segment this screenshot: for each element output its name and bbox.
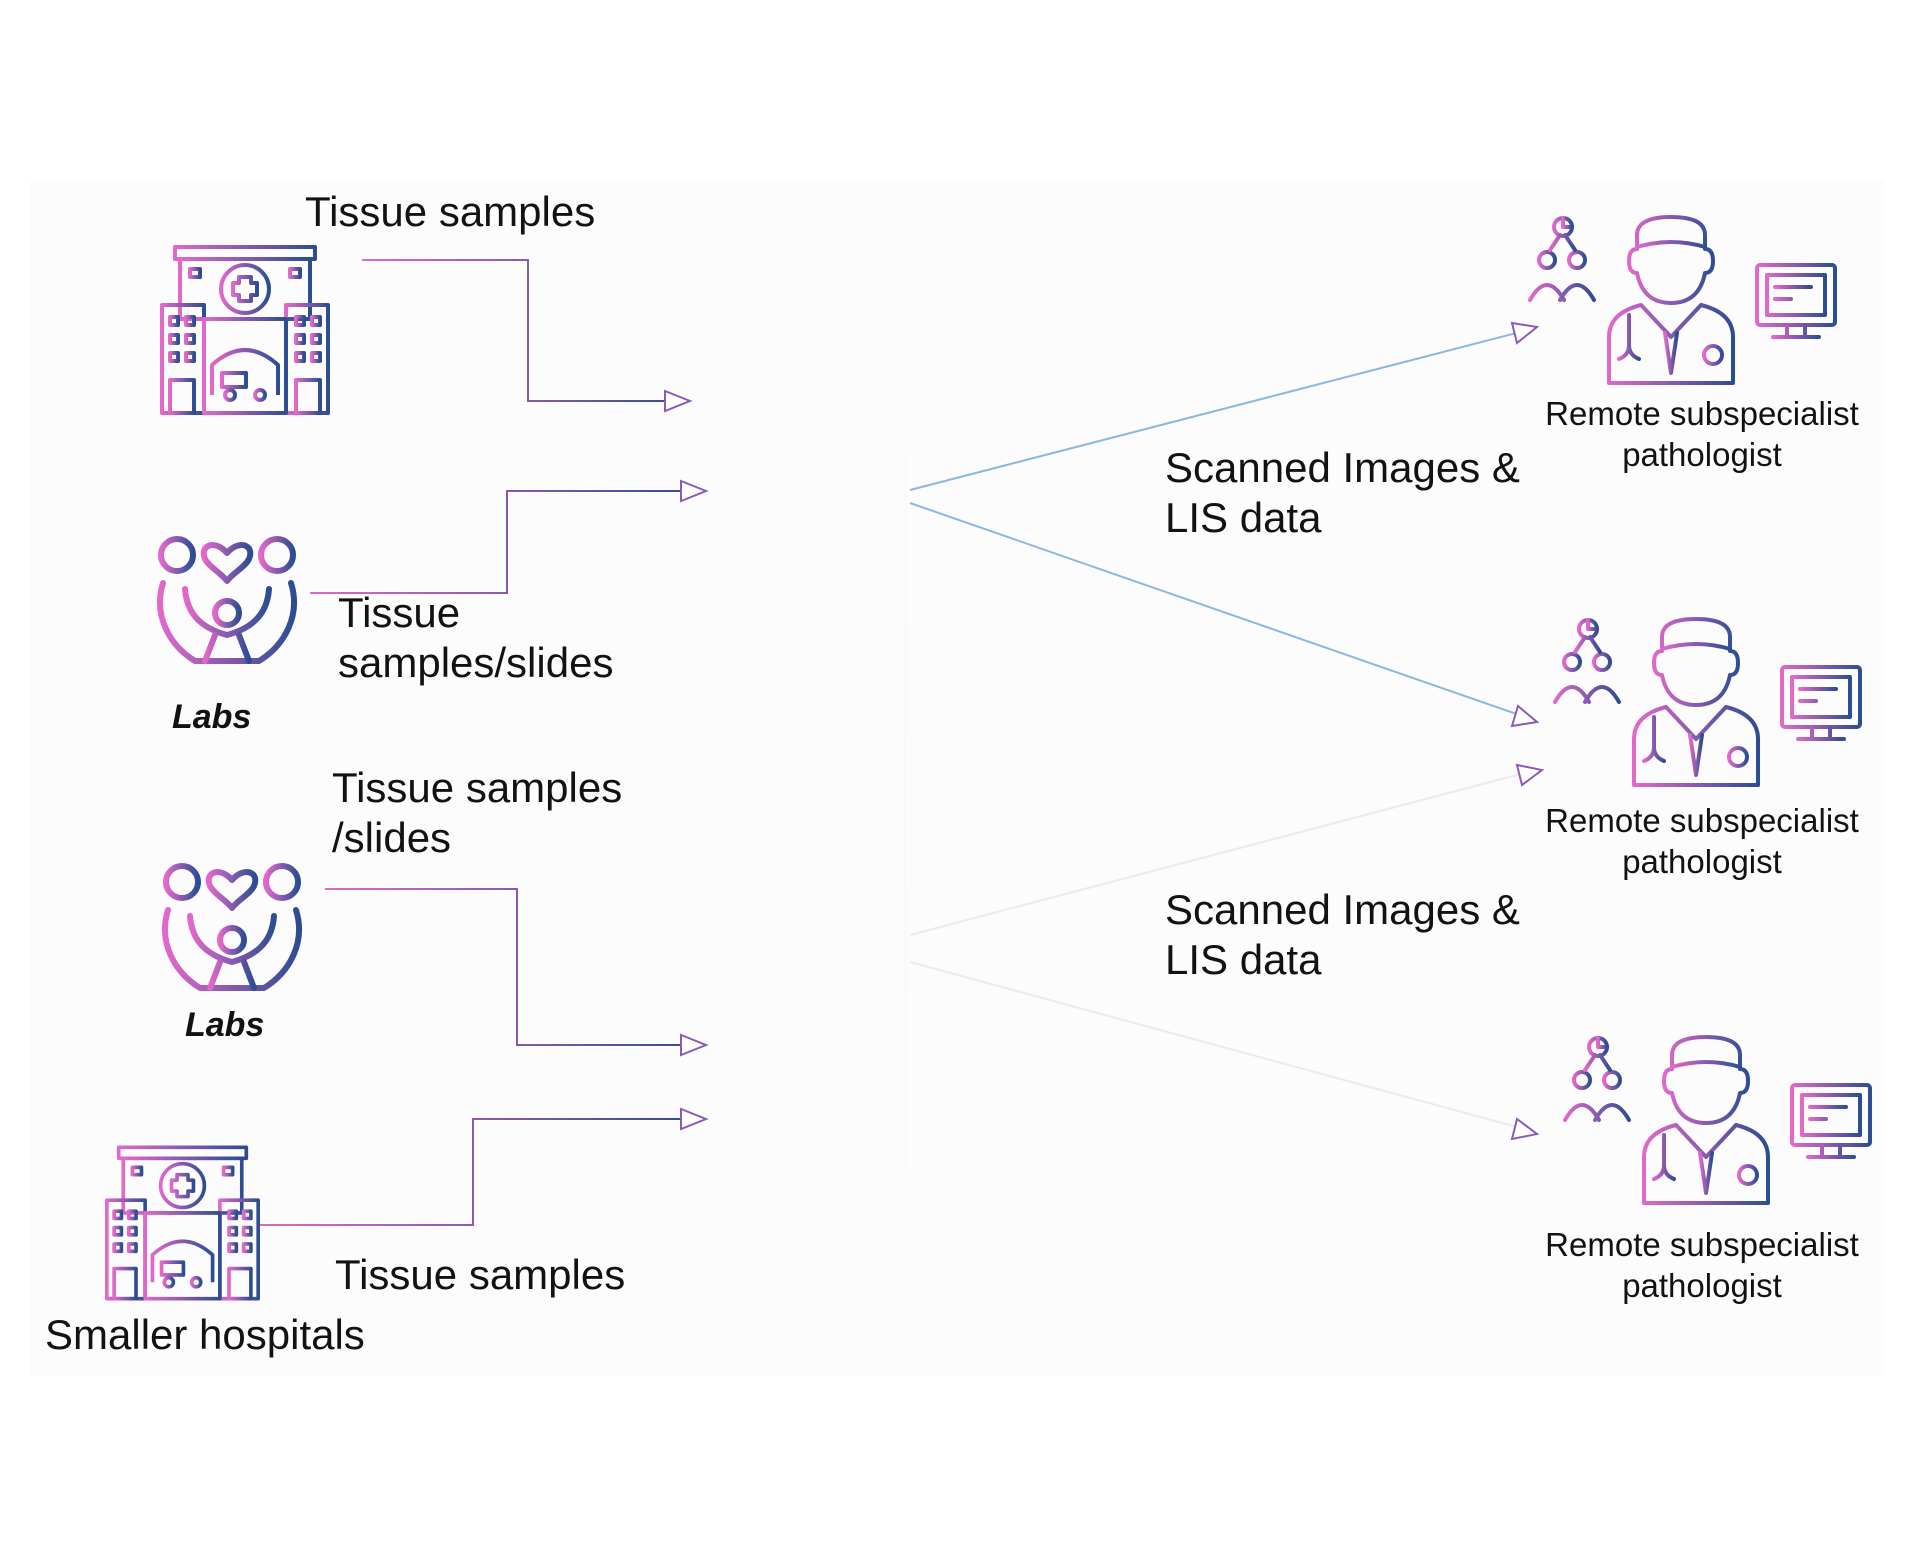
labs-label-1: Labs [172, 698, 252, 736]
transfer-label-1: Scanned Images & LIS data [1165, 444, 1520, 541]
hospital-icon [105, 1145, 260, 1301]
labs-label-2: Labs [185, 1006, 265, 1044]
arrow-head [1510, 1117, 1540, 1141]
labs-icon [160, 852, 305, 992]
arrow-head [1515, 763, 1545, 787]
arrow-head [680, 479, 709, 503]
connector-scan-to-pathologist-3 [909, 961, 1540, 1141]
panel-divider [905, 270, 906, 1350]
pathologist-icon [1550, 617, 1865, 787]
pathologist-label-1: Remote subspecialist pathologist [1545, 395, 1859, 474]
transfer-label-2: Scanned Images & LIS data [1165, 886, 1520, 983]
labs-icon [155, 525, 300, 665]
edge-label-tissue-samples-1: Tissue samples [305, 188, 596, 235]
arrow-head [1510, 704, 1540, 728]
connector-scan-to-pathologist-2b [909, 763, 1545, 936]
connector-scan-to-pathologist-1 [909, 321, 1540, 491]
connector-scan-to-pathologist-2 [909, 502, 1540, 728]
arrow-head [680, 1107, 709, 1131]
connector-hospital-bottom [258, 1107, 709, 1226]
arrow-head [1510, 321, 1540, 345]
connector-hospital-top [362, 259, 693, 413]
edge-label-tissue-samples-slides-1: Tissue samples/slides [338, 589, 614, 686]
arrow-head [680, 1033, 709, 1057]
pathologist-icon [1560, 1035, 1875, 1205]
diagram-panel [30, 180, 1885, 1375]
pathologist-label-3: Remote subspecialist pathologist [1545, 1226, 1859, 1305]
connector-labs-top [310, 479, 709, 594]
smaller-hospitals-label: Smaller hospitals [45, 1311, 365, 1358]
arrow-head [664, 389, 693, 413]
edge-label-tissue-samples-2: Tissue samples [335, 1251, 626, 1298]
hospital-icon [160, 245, 330, 415]
connector-labs-bottom [325, 888, 709, 1057]
edge-label-tissue-samples-slides-2: Tissue samples /slides [332, 764, 623, 861]
pathologist-label-2: Remote subspecialist pathologist [1545, 802, 1859, 881]
pathologist-icon [1525, 215, 1840, 385]
